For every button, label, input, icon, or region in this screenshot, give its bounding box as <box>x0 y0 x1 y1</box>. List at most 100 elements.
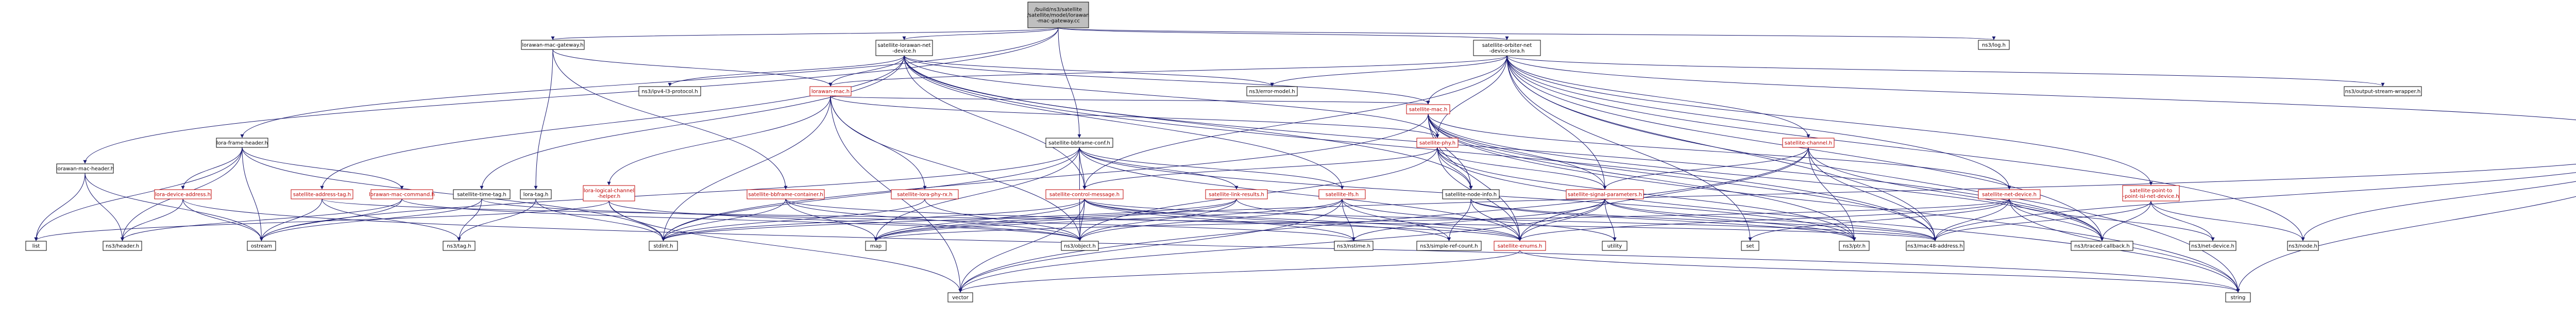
edge-root-to-lora-frame-header-h <box>240 27 1059 138</box>
node-root: /build/ns3/satellite/satellite/model/lor… <box>1027 2 1090 28</box>
node-lora-device-address-h[interactable]: lora-device-address.h <box>154 189 212 199</box>
edge-root-to-satellite-orbiter-net-device-lora-h <box>1058 27 1509 40</box>
node-satellite-signal-parameters-h[interactable]: satellite-signal-parameters.h <box>1566 189 1644 199</box>
node-satellite-control-message-h[interactable]: satellite-control-message.h <box>1045 189 1124 199</box>
node-label: lora-frame-header.h <box>216 141 268 146</box>
edge-satellite-signal-parameters-h-to-ns3-ptr-h <box>1604 198 1856 241</box>
node-lorawan-mac-gateway-h[interactable]: lorawan-mac-gateway.h <box>521 40 585 50</box>
node-label: ns3/object.h <box>1064 244 1096 249</box>
node-box <box>1839 241 1870 251</box>
node-ns3-log-h[interactable]: ns3/log.h <box>1978 40 2010 50</box>
edge-satellite-phy-h-to-satellite-control-message-h <box>1082 147 1438 190</box>
node-set[interactable]: set <box>1741 241 1759 251</box>
node-box <box>1406 104 1450 114</box>
node-box <box>520 189 552 199</box>
node-satellite-bbframe-container-h[interactable]: satellite-bbframe-container.h <box>747 189 825 199</box>
node-ns3-node-h[interactable]: ns3/node.h <box>2287 241 2319 251</box>
node-box <box>2287 241 2319 251</box>
edge-satellite-phy-h-to-satellite-signal-parameters-h <box>1437 147 1607 190</box>
node-ns3-traced-callback-h[interactable]: ns3/traced-callback.h <box>2071 241 2133 251</box>
edge-lora-device-address-h-to-ns3-header-h <box>121 198 183 241</box>
edge-lora-logical-channel-helper-h-to-stdint-h <box>608 200 665 241</box>
node-satellite-mac-h[interactable]: satellite-mac.h <box>1406 104 1450 114</box>
node-satellite-channel-h[interactable]: satellite-channel.h <box>1782 138 1835 148</box>
node-satellite-lora-phy-rx-h[interactable]: satellite-lora-phy-rx.h <box>891 189 959 199</box>
node-ns3-ptr-h[interactable]: ns3/ptr.h <box>1839 241 1870 251</box>
node-satellite-orbiter-net-device-lora-h[interactable]: satellite-orbiter-net-device-lora.h <box>1473 40 1541 56</box>
node-ns3-output-stream-wrapper-h[interactable]: ns3/output-stream-wrapper.h <box>2344 86 2422 96</box>
node-box <box>891 189 959 199</box>
edge-satellite-lorawan-net-device-h-to-satellite-address-tag-h <box>320 55 905 190</box>
node-ns3-nstime-h[interactable]: ns3/nstime.h <box>1334 241 1374 251</box>
node-satellite-link-results-h[interactable]: satellite-link-results.h <box>1205 189 1268 199</box>
node-label: string <box>2231 295 2246 301</box>
node-label: stdint.h <box>653 244 673 249</box>
node-ns3-header-h[interactable]: ns3/header.h <box>103 241 142 251</box>
node-box <box>747 189 825 199</box>
node-satellite-lorawan-net-device-h[interactable]: satellite-lorawan-net-device.h <box>875 40 933 56</box>
edge-satellite-mac-h-to-satellite-enums-h <box>1428 113 1522 241</box>
node-box <box>291 189 353 199</box>
node-label: ns3/mac48-address.h <box>1907 244 1963 249</box>
edge-satellite-bbframe-conf-h-to-ostream <box>260 147 1080 241</box>
edge-satellite-fwd-link-scheduler-h-to-ns3-nstime-h <box>1342 198 1355 241</box>
node-satellite-fwd-link-scheduler-h[interactable]: satellite-lfs.h <box>1318 189 1366 199</box>
node-ns3-net-device-h[interactable]: ns3/net-device.h <box>2189 241 2236 251</box>
edge-satellite-isl-arbiter-h-to-ns3-mac48-address-h <box>1933 172 2576 241</box>
node-label: satellite-signal-parameters.h <box>1568 192 1642 198</box>
edge-satellite-channel-h-to-ns3-mac48-address-h <box>1808 147 1937 241</box>
node-stdint-h[interactable]: stdint.h <box>649 241 678 251</box>
node-label: lorawan-mac-gateway.h <box>522 43 583 48</box>
edge-satellite-mac-h-to-ns3-traced-callback-h <box>1428 113 2104 241</box>
node-satellite-time-tag-h[interactable]: satellite-time-tag.h <box>453 189 511 199</box>
edge-lorawan-mac-command-h-to-ns3-object-h <box>401 198 1082 241</box>
node-label: ns3/nstime.h <box>1337 244 1370 249</box>
node-ns3-object-h[interactable]: ns3/object.h <box>1061 241 1099 251</box>
node-label: satellite-enums.h <box>1498 244 1543 249</box>
node-lora-frame-header-h[interactable]: lora-frame-header.h <box>216 138 268 148</box>
edge-satellite-point-to-point-isl-net-device-h-to-ns3-net-device-h <box>2150 200 2215 241</box>
node-list[interactable]: list <box>25 241 47 251</box>
node-map[interactable]: map <box>865 241 887 251</box>
edge-lora-tag-h-to-stdint-h <box>535 198 665 241</box>
node-box <box>443 241 476 251</box>
node-satellite-address-tag-h[interactable]: satellite-address-tag.h <box>291 189 353 199</box>
node-ostream[interactable]: ostream <box>247 241 276 251</box>
node-lora-logical-channel-helper-h[interactable]: lora-logical-channel-helper.h <box>583 185 635 202</box>
edge-satellite-orbiter-net-device-lora-h-to-set <box>1506 55 1752 241</box>
edge-satellite-orbiter-net-device-lora-h-to-lorawan-mac-h <box>828 55 1507 87</box>
node-label: ns3/log.h <box>1982 43 2006 48</box>
node-lorawan-mac-header-h[interactable]: lorawan-mac-header.h <box>56 163 114 174</box>
edge-lora-frame-header-h-to-stdint-h <box>242 147 665 241</box>
edge-satellite-lorawan-net-device-h-to-ns3-ipv4-l3-protocol-h <box>668 55 905 87</box>
node-utility[interactable]: utility <box>1602 241 1628 251</box>
node-label: lora-device-address.h <box>155 192 211 198</box>
node-satellite-point-to-point-isl-net-device-h[interactable]: satellite-point-to-point-isl-net-device.… <box>2122 185 2180 202</box>
node-lorawan-mac-command-h[interactable]: lorawan-mac-command.h <box>369 189 435 199</box>
node-satellite-phy-h[interactable]: satellite-phy.h <box>1416 138 1459 148</box>
node-label: ostream <box>251 244 272 249</box>
node-string[interactable]: string <box>2225 292 2251 303</box>
edge-satellite-bbframe-conf-h-to-satellite-enums-h <box>1079 147 1522 241</box>
edge-satellite-lorawan-net-device-h-to-satellite-node-info-h <box>904 55 1473 190</box>
node-box <box>216 138 268 148</box>
node-ns3-mac48-address-h[interactable]: ns3/mac48-address.h <box>1906 241 1964 251</box>
node-ns3-tag-h[interactable]: ns3/tag.h <box>443 241 476 251</box>
edge-lorawan-mac-header-h-to-list <box>34 173 86 241</box>
edge-satellite-lora-phy-rx-h-to-stdint-h <box>662 198 925 241</box>
node-lora-tag-h[interactable]: lora-tag.h <box>520 189 552 199</box>
node-satellite-bbframe-conf-h[interactable]: satellite-bbframe-conf.h <box>1045 138 1113 148</box>
node-vector[interactable]: vector <box>947 292 973 303</box>
node-satellite-net-device-h[interactable]: satellite-net-device.h <box>1978 189 2041 199</box>
node-ns3-simple-ref-count-h[interactable]: ns3/simple-ref-count.h <box>1416 241 1482 251</box>
node-ns3-error-model-h[interactable]: ns3/error-model.h <box>1246 86 1298 96</box>
node-box <box>809 86 852 96</box>
node-label: /satellite/model/lorawan <box>1027 13 1090 19</box>
node-box <box>103 241 142 251</box>
node-ns3-ipv4-l3-protocol-h[interactable]: ns3/ipv4-l3-protocol.h <box>638 86 701 96</box>
node-satellite-node-info-h[interactable]: satellite-node-info.h <box>1442 189 1500 199</box>
node-label: ns3/header.h <box>106 244 139 249</box>
node-satellite-enums-h[interactable]: satellite-enums.h <box>1494 241 1546 251</box>
node-lorawan-mac-h[interactable]: lorawan-mac.h <box>809 86 852 96</box>
edge-satellite-channel-h-to-ns3-traced-callback-h <box>1808 147 2104 241</box>
